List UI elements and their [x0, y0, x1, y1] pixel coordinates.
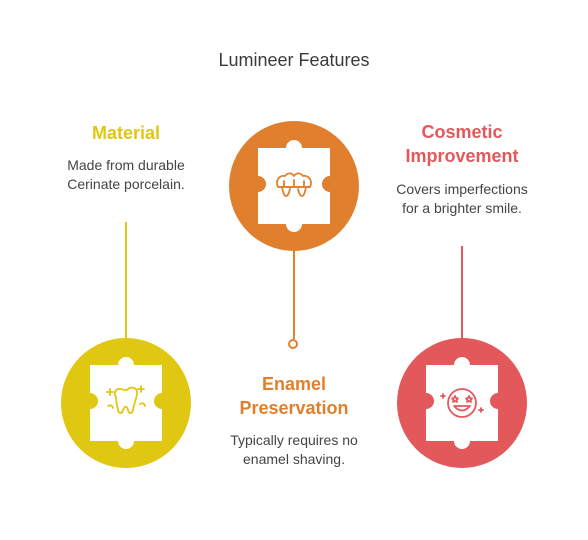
enamel-description: Typically requires no enamel shaving. — [230, 432, 358, 467]
material-heading: Material — [91, 123, 161, 143]
puzzle-piece-shape — [258, 140, 330, 232]
cosmetic-connector — [461, 246, 463, 340]
puzzle-piece-shape — [90, 357, 162, 449]
enamel-connector-dot — [288, 339, 298, 349]
diagram-title: Lumineer Features — [218, 50, 370, 70]
enamel-connector — [293, 251, 295, 339]
enamel-heading: Enamel Preservation — [239, 374, 349, 418]
material-description: Made from durable Cerinate porcelain. — [67, 157, 185, 192]
star-struck-smile-icon — [440, 388, 484, 418]
enamel-node — [229, 121, 359, 251]
cosmetic-description: Covers imperfections for a brighter smil… — [396, 181, 528, 216]
cosmetic-heading: Cosmetic Improvement — [405, 122, 519, 166]
material-connector — [125, 222, 127, 340]
puzzle-piece-shape — [426, 357, 498, 449]
cosmetic-node — [397, 338, 527, 468]
material-node — [61, 338, 191, 468]
sparkling-tooth-icon — [106, 385, 146, 414]
dental-crown-icon — [276, 172, 312, 197]
